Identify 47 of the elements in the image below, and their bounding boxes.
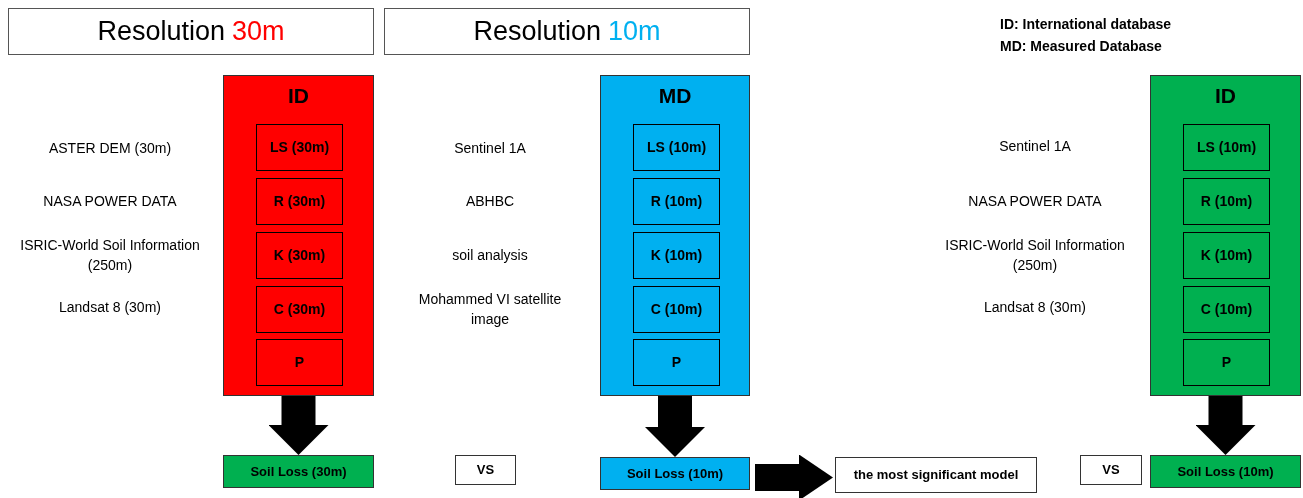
factor-box: P	[633, 339, 720, 386]
factor-box: C (30m)	[256, 286, 343, 333]
factor-box: LS (10m)	[633, 124, 720, 171]
data-source-label: NASA POWER DATA	[42, 192, 178, 211]
result-box: Soil Loss (10m)	[1150, 455, 1301, 488]
block-arrow	[1195, 396, 1256, 455]
source-column	[1150, 75, 1301, 396]
block-arrow	[755, 454, 833, 498]
data-source-label: ISRIC-World Soil Information (250m)	[944, 236, 1126, 275]
resolution-header: Resolution 30m	[8, 8, 374, 55]
factor-box: R (10m)	[633, 178, 720, 225]
data-source-label: soil analysis	[451, 246, 529, 265]
column-heading: ID	[287, 83, 310, 109]
text-box: VS	[1080, 455, 1142, 485]
factor-box: LS (30m)	[256, 124, 343, 171]
block-arrow	[645, 396, 705, 457]
source-column	[223, 75, 374, 396]
column-heading: MD	[657, 83, 693, 109]
abbreviation-note: MD: Measured Database	[1000, 37, 1163, 56]
data-source-label: Sentinel 1A	[453, 139, 527, 158]
data-source-label: ABHBC	[464, 192, 516, 211]
factor-box: R (30m)	[256, 178, 343, 225]
factor-box: K (10m)	[633, 232, 720, 279]
factor-box: R (10m)	[1183, 178, 1270, 225]
result-box: Soil Loss (10m)	[600, 457, 750, 490]
factor-box: P	[1183, 339, 1270, 386]
text-box: the most significant model	[835, 457, 1037, 493]
factor-box: K (10m)	[1183, 232, 1270, 279]
resolution-header: Resolution 10m	[384, 8, 750, 55]
data-source-label: Sentinel 1A	[998, 137, 1072, 156]
factor-box: C (10m)	[1183, 286, 1270, 333]
factor-box: P	[256, 339, 343, 386]
abbreviation-note: ID: International database	[1000, 15, 1173, 34]
data-source-label: Mohammed VI satellite image	[417, 290, 563, 329]
text-box: VS	[455, 455, 516, 485]
data-source-label: ASTER DEM (30m)	[47, 139, 173, 158]
result-box: Soil Loss (30m)	[223, 455, 374, 488]
data-source-label: Landsat 8 (30m)	[983, 298, 1087, 317]
source-column	[600, 75, 750, 396]
factor-box: LS (10m)	[1183, 124, 1270, 171]
data-source-label: ISRIC-World Soil Information (250m)	[19, 236, 201, 275]
block-arrow	[268, 396, 329, 455]
factor-box: C (10m)	[633, 286, 720, 333]
data-source-label: Landsat 8 (30m)	[58, 298, 162, 317]
data-source-label: NASA POWER DATA	[967, 192, 1103, 211]
column-heading: ID	[1214, 83, 1237, 109]
factor-box: K (30m)	[256, 232, 343, 279]
